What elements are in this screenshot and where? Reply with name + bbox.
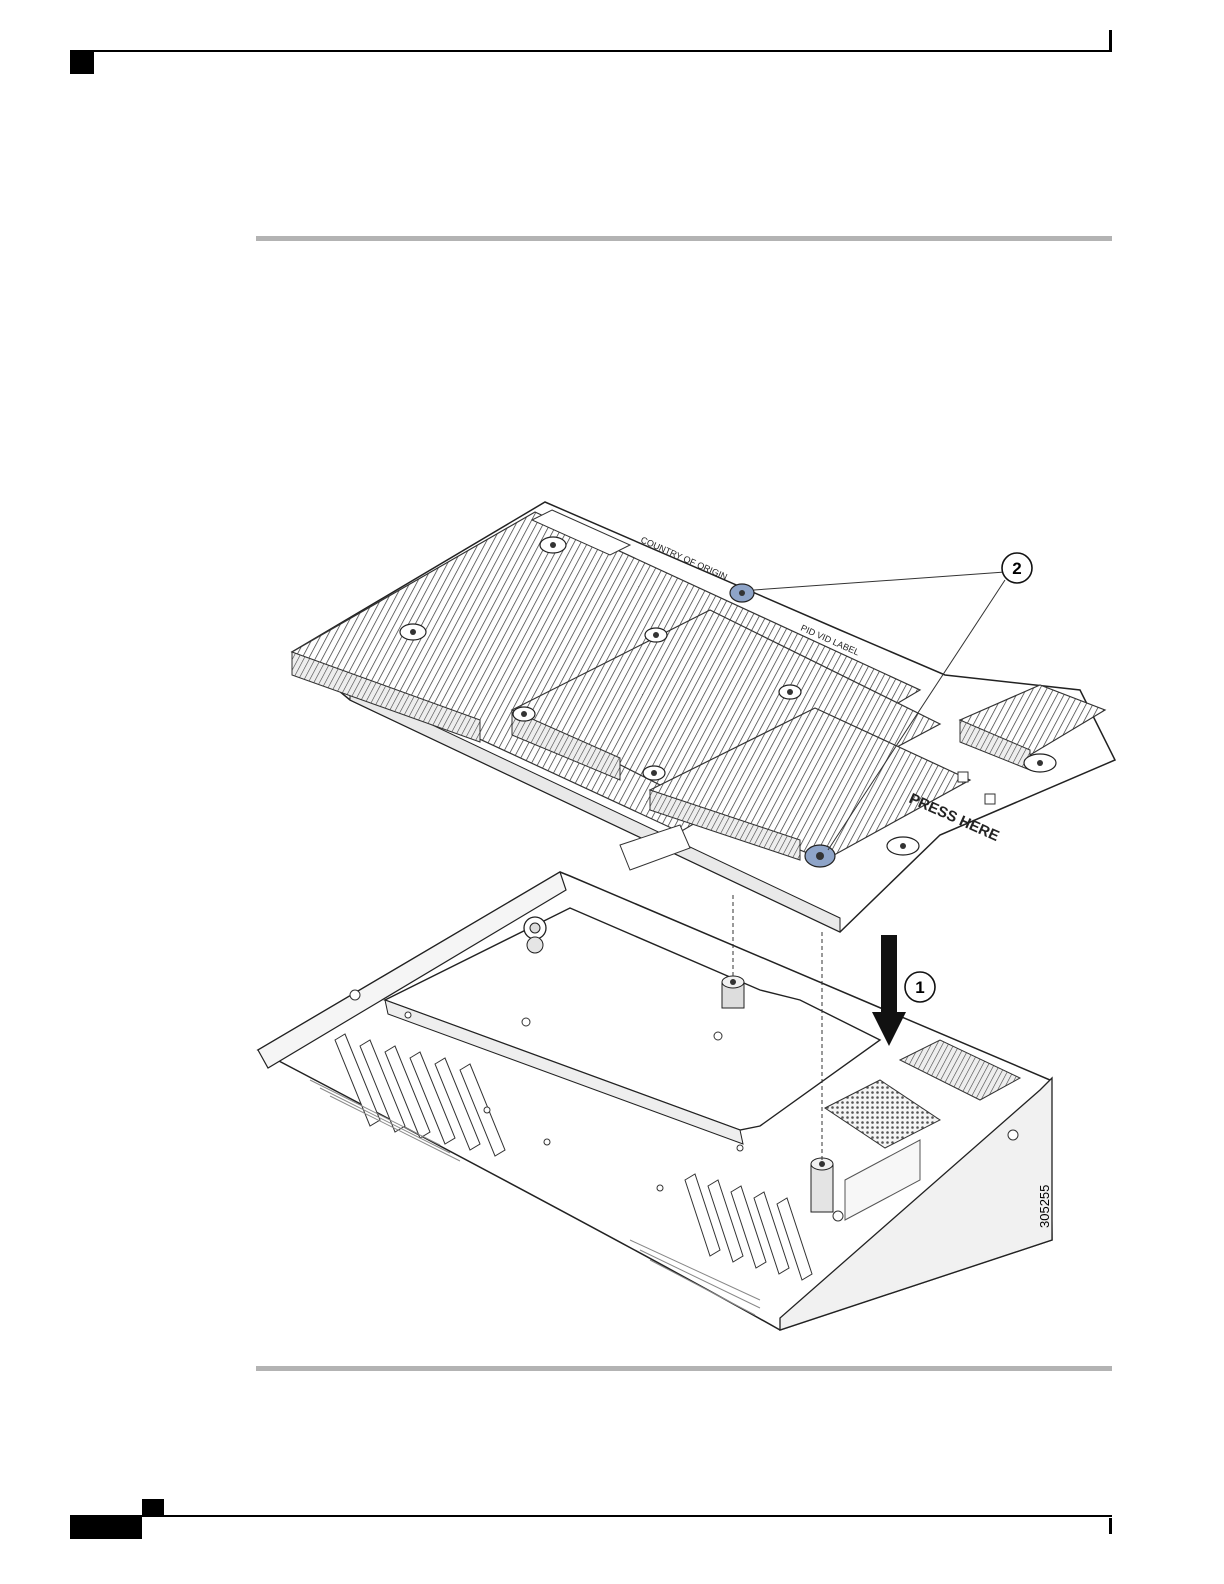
footer-page-block xyxy=(70,1517,142,1539)
footer-tick-mark xyxy=(1109,1518,1112,1534)
captive-screw xyxy=(513,707,535,721)
standoff-front xyxy=(722,976,744,1008)
figure-bottom-rule xyxy=(256,1366,1112,1371)
captive-screw xyxy=(400,624,426,640)
callout-2-number: 2 xyxy=(1012,559,1021,578)
mezzanine-install-illustration: COUNTRY OF ORIGIN PID VID LABEL PRESS HE… xyxy=(240,480,1120,1360)
blue-thumbscrew xyxy=(730,584,754,602)
blue-thumbscrew xyxy=(805,845,835,867)
header-rule xyxy=(70,50,1112,52)
captive-screw xyxy=(887,837,919,855)
header-tick-mark xyxy=(1109,30,1112,52)
callout-2: 2 xyxy=(1002,553,1032,583)
captive-screw xyxy=(645,628,667,642)
figure-id-number: 305255 xyxy=(1037,1185,1052,1228)
standoff-rear xyxy=(811,1158,833,1212)
callout-1-number: 1 xyxy=(915,978,924,997)
mezzanine-card: COUNTRY OF ORIGIN PID VID LABEL PRESS HE… xyxy=(292,502,1115,932)
footer-rule xyxy=(70,1515,1112,1517)
captive-screw xyxy=(779,685,801,699)
captive-screw xyxy=(540,537,566,553)
figure-top-rule xyxy=(256,236,1112,241)
captive-screw xyxy=(643,766,665,780)
captive-screw xyxy=(1024,754,1056,772)
callout-1: 1 xyxy=(905,972,935,1002)
header-page-marker xyxy=(70,52,94,74)
